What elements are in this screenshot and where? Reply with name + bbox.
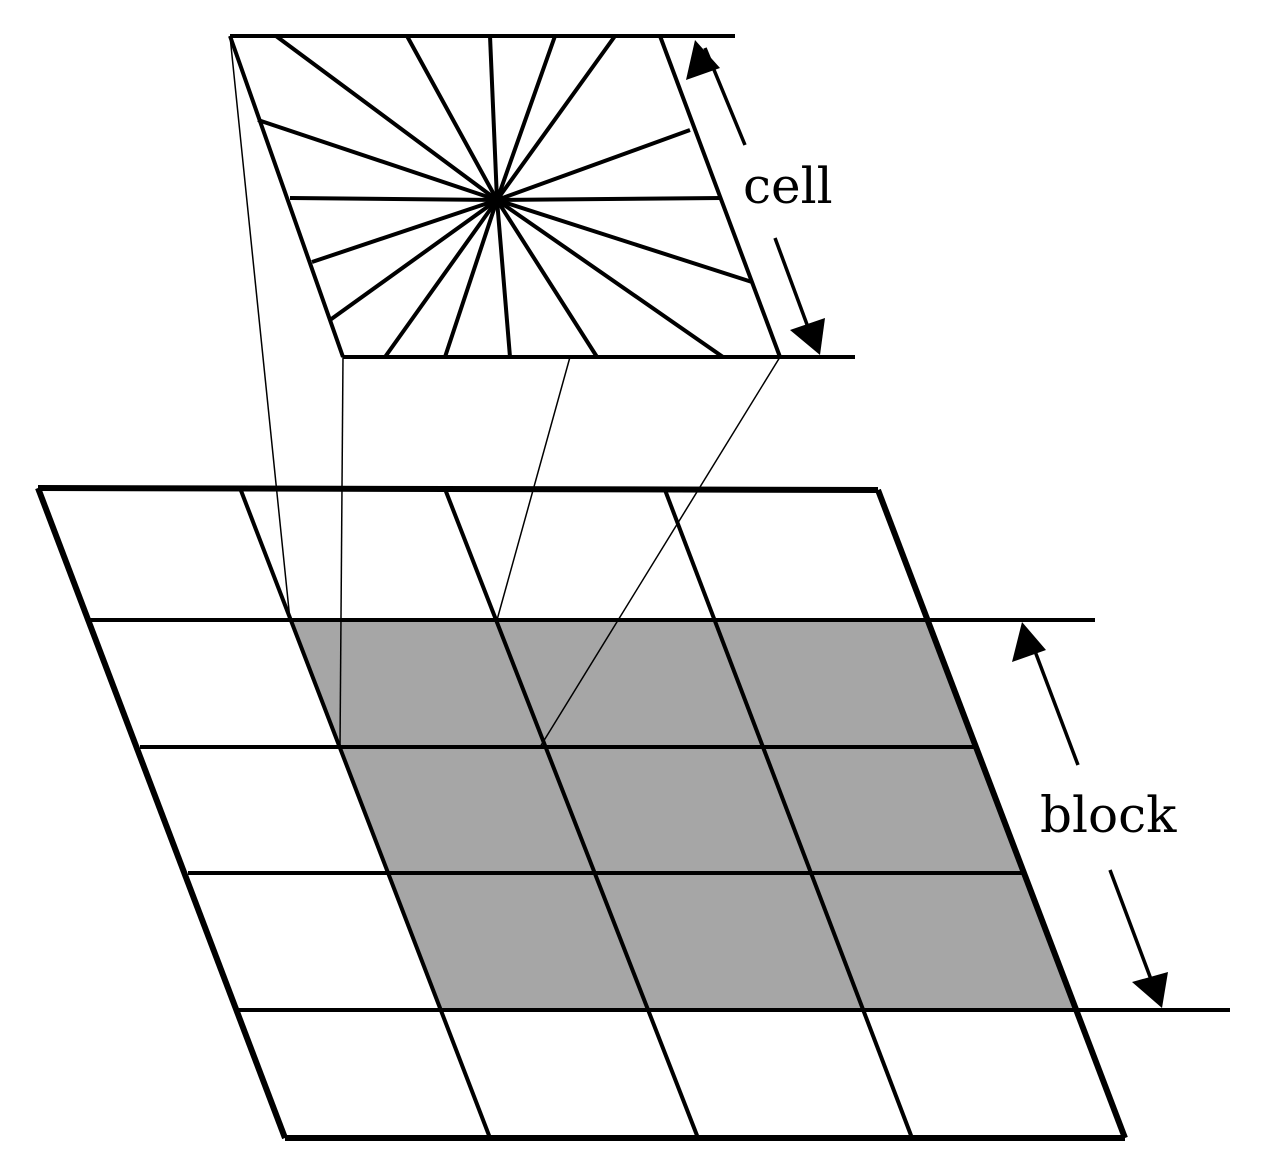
block-arrow-upper-shaft (1028, 637, 1080, 766)
orientation-spoke (496, 196, 723, 202)
grid-line-v3 (663, 489, 914, 1139)
orientation-spoke (274, 34, 499, 202)
highlighted-block (290, 620, 1075, 1010)
orientation-spoke (496, 128, 691, 202)
orientation-spoke (495, 34, 617, 202)
grid-top-edge (37, 485, 879, 493)
orientation-spoke (495, 198, 725, 359)
orientation-spoke (495, 35, 557, 201)
cell-dimension-arrow (686, 40, 825, 355)
grid-right-edge (875, 488, 1128, 1140)
orientation-spoke (289, 196, 498, 202)
orientation-spoke (383, 198, 499, 359)
cell-left-edge (228, 35, 345, 358)
orientation-spoke (488, 35, 499, 201)
orientation-bins (257, 34, 753, 359)
enlarged-cell (228, 34, 855, 359)
orientation-spoke (311, 198, 498, 264)
grid-left-edge (35, 486, 288, 1140)
cell-arrow-up-head (686, 40, 720, 80)
grid-line-v2 (443, 488, 700, 1139)
orientation-spoke (405, 35, 499, 201)
block-arrow-down-head (1132, 972, 1168, 1008)
orientation-spoke (328, 198, 499, 322)
block-arrow-lower-shaft (1108, 869, 1157, 991)
orientation-spoke (495, 198, 599, 359)
projection-line-4 (539, 356, 781, 748)
block-label: block (1040, 786, 1177, 844)
cell-grid (35, 485, 1230, 1141)
orientation-spoke (257, 118, 498, 202)
cell-arrow-down-head (790, 318, 825, 355)
cell-label: cell (743, 157, 833, 215)
block-dimension-arrow (1012, 622, 1168, 1008)
projection-line-2 (339, 356, 344, 748)
projection-line-3 (496, 356, 571, 621)
grid-line-v1 (238, 487, 492, 1139)
orientation-spoke (496, 198, 753, 284)
cell-arrow-lower-shaft (773, 237, 814, 339)
orientation-spoke (495, 199, 512, 358)
orientation-spoke (443, 199, 499, 358)
block-arrow-up-head (1012, 622, 1046, 662)
projection-lines (229, 35, 781, 748)
cell-center (490, 193, 504, 207)
projection-line-1 (229, 35, 291, 621)
